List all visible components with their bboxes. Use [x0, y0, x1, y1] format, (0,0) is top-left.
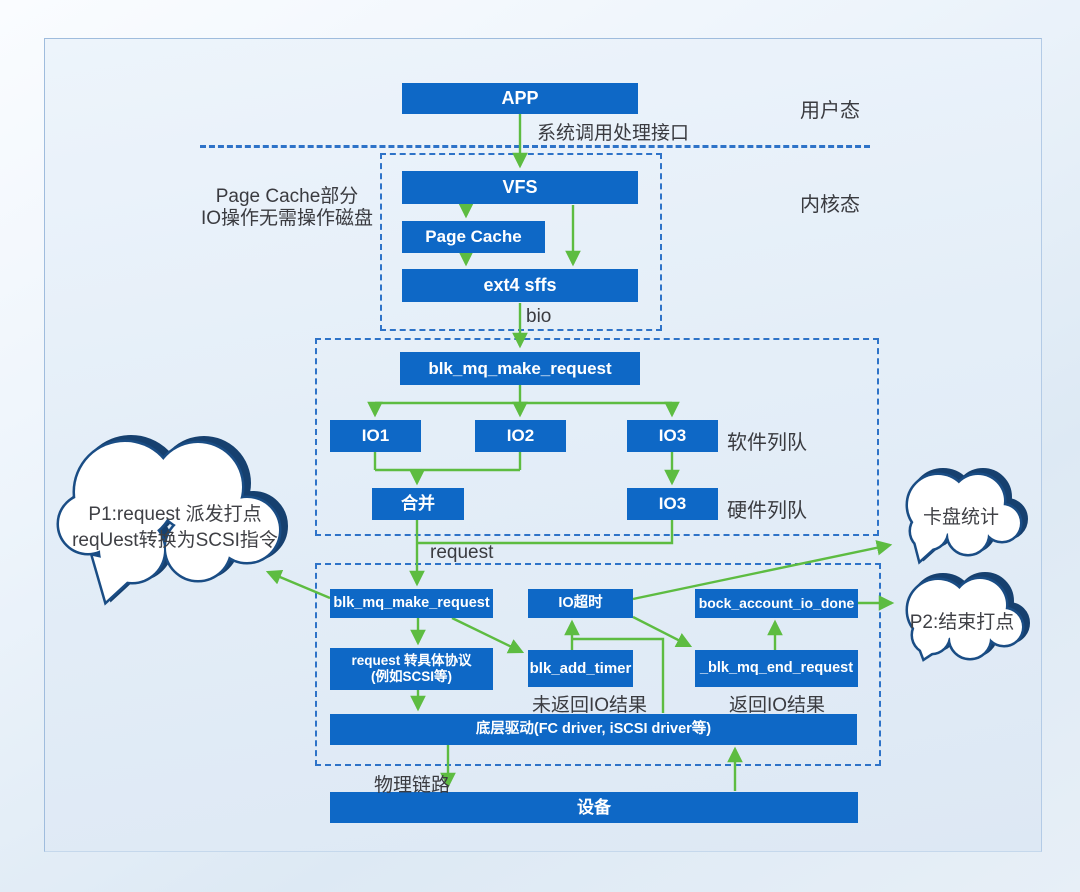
node-io3-software: IO3 — [627, 420, 718, 452]
node-io-timeout: IO超时 — [528, 589, 633, 618]
node-vfs: VFS — [402, 171, 638, 204]
syscall-interface-label: 系统调用处理接口 — [537, 123, 690, 144]
request-to-protocol-line1: request 转具体协议 — [351, 653, 472, 669]
physical-link-label: 物理链路 — [374, 775, 451, 796]
bio-label: bio — [526, 306, 552, 327]
request-label: request — [430, 542, 494, 563]
software-queue-label: 软件列队 — [727, 432, 807, 454]
node-app: APP — [402, 83, 638, 114]
node-ext4-sffs: ext4 sffs — [402, 269, 638, 302]
p1-cloud-text: P1:request 派发打点 reqUest转换为SCSI指令 — [68, 502, 282, 553]
request-to-protocol-line2: (例如SCSI等) — [371, 669, 452, 684]
node-blk-mq-end-request: _blk_mq_end_request — [695, 650, 858, 687]
flow-arrows — [265, 114, 895, 791]
node-io3-hardware: IO3 — [627, 488, 718, 520]
node-low-level-driver: 底层驱动(FC driver, iSCSI driver等) — [330, 714, 857, 745]
page-cache-note-line2: IO操作无需操作磁盘 — [200, 207, 374, 229]
node-blk-mq-make-request-lower: blk_mq_make_request — [330, 589, 493, 618]
p1-cloud-line1: P1:request 派发打点 — [88, 504, 262, 525]
p2-cloud-text: P2:结束打点 — [909, 612, 1015, 633]
node-blk-mq-make-request-upper: blk_mq_make_request — [400, 352, 640, 385]
node-page-cache: Page Cache — [402, 221, 545, 253]
node-bock-account-io-done: bock_account_io_done — [695, 589, 858, 618]
node-request-to-protocol: request 转具体协议 (例如SCSI等) — [330, 648, 493, 690]
node-blk-add-timer: blk_add_timer — [528, 650, 633, 687]
node-io2: IO2 — [475, 420, 566, 452]
node-device: 设备 — [330, 792, 858, 823]
node-merge: 合并 — [372, 488, 464, 520]
page-cache-note-line1: Page Cache部分 — [215, 186, 359, 207]
no-io-result-label: 未返回IO结果 — [532, 695, 648, 716]
node-io1: IO1 — [330, 420, 421, 452]
kernel-mode-label: 内核态 — [800, 194, 860, 216]
user-kernel-separator — [200, 145, 870, 148]
page-cache-note: Page Cache部分 IO操作无需操作磁盘 — [182, 186, 392, 230]
io-result-label: 返回IO结果 — [729, 695, 826, 716]
hardware-queue-label: 硬件列队 — [727, 500, 807, 522]
p1-cloud-line2: reqUest转换为SCSI指令 — [72, 529, 278, 551]
block-layer-group-box — [315, 563, 881, 766]
queue-group-box — [315, 338, 879, 536]
user-mode-label: 用户态 — [800, 100, 860, 122]
card-stats-cloud-text: 卡盘统计 — [922, 507, 999, 528]
